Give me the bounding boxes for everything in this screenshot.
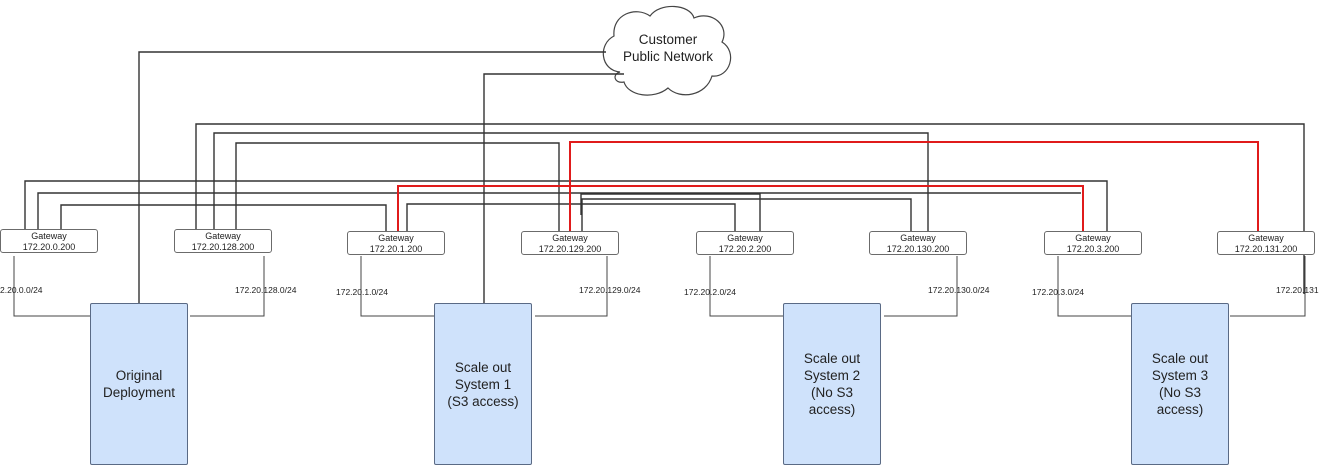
gateway-title: Gateway xyxy=(1248,233,1284,243)
subnet-brackets xyxy=(13,256,1306,317)
gateway-ip: 172.20.0.200 xyxy=(22,242,76,252)
gateway-box: Gateway 172.20.130.200 xyxy=(869,231,967,255)
gateway-box: Gateway 172.20.129.200 xyxy=(521,231,619,255)
gateway-title: Gateway xyxy=(378,233,414,243)
gateway-ip: 172.20.130.200 xyxy=(886,244,950,254)
gateway-title: Gateway xyxy=(31,231,67,241)
gateway-title: Gateway xyxy=(727,233,763,243)
gateway-box: Gateway 172.20.0.200 xyxy=(0,229,98,253)
subnet-label: 172.20.129.0/24 xyxy=(579,285,641,295)
gateway-ip: 172.20.1.200 xyxy=(369,244,423,254)
subnet-label: 172.20.131 xyxy=(1276,285,1319,295)
gateway-ip: 172.20.2.200 xyxy=(718,244,772,254)
red-links xyxy=(397,141,1259,231)
gateway-title: Gateway xyxy=(900,233,936,243)
subnet-label: 172.20.2.0/24 xyxy=(684,287,736,297)
gateway-ip: 172.20.3.200 xyxy=(1066,244,1120,254)
gateway-ip: 172.20.131.200 xyxy=(1234,244,1298,254)
gateway-box: Gateway 172.20.128.200 xyxy=(174,229,272,253)
gateway-box: Gateway 172.20.3.200 xyxy=(1044,231,1142,255)
gateway-ip: 172.20.128.200 xyxy=(191,242,255,252)
gateway-title: Gateway xyxy=(1075,233,1111,243)
cloud-shape xyxy=(602,5,732,96)
gateway-ip: 172.20.129.200 xyxy=(538,244,602,254)
subnet-label: 2.20.0.0/24 xyxy=(0,285,43,295)
system-scale-out-1: Scale out System 1 (S3 access) xyxy=(434,303,532,465)
subnet-label: 172.20.1.0/24 xyxy=(336,287,388,297)
system-scale-out-3: Scale out System 3 (No S3 access) xyxy=(1131,303,1229,465)
gateway-box: Gateway 172.20.1.200 xyxy=(347,231,445,255)
gateway-box: Gateway 172.20.2.200 xyxy=(696,231,794,255)
subnet-label: 172.20.128.0/24 xyxy=(235,285,297,295)
subnet-label: 172.20.3.0/24 xyxy=(1032,287,1084,297)
gateway-title: Gateway xyxy=(205,231,241,241)
gateway-box: Gateway 172.20.131.200 xyxy=(1217,231,1315,255)
customer-public-network-label: Customer Public Network xyxy=(622,32,714,64)
subnet-label: 172.20.130.0/24 xyxy=(928,285,990,295)
system-original-deployment: Original Deployment xyxy=(90,303,188,465)
system-scale-out-2: Scale out System 2 (No S3 access) xyxy=(783,303,881,465)
gateway-title: Gateway xyxy=(552,233,588,243)
